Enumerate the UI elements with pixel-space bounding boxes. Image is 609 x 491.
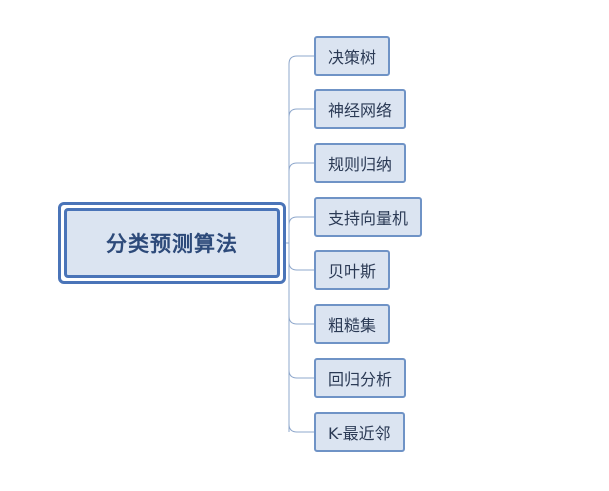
branch-node-bayes[interactable]: 贝叶斯 (314, 250, 391, 290)
branch-node-regression[interactable]: 回归分析 (314, 358, 407, 398)
branch-node-neural-network[interactable]: 神经网络 (314, 89, 407, 129)
connector-branch-7 (288, 423, 314, 433)
branch-node-label: 神经网络 (328, 101, 393, 120)
branch-node-label: 决策树 (328, 48, 377, 67)
root-node-body: 分类预测算法 (64, 208, 280, 278)
branch-node-label: K-最近邻 (328, 424, 391, 443)
branch-node-label: 规则归纳 (328, 155, 393, 174)
branch-node-rule-induction[interactable]: 规则归纳 (314, 143, 407, 183)
branch-node-label: 支持向量机 (328, 209, 409, 228)
connector-branch-5 (288, 315, 314, 325)
connector-branch-1 (288, 108, 314, 118)
branch-node-label: 回归分析 (328, 370, 393, 389)
root-node-label: 分类预测算法 (106, 232, 238, 256)
branch-node-svm[interactable]: 支持向量机 (314, 197, 423, 237)
root-node[interactable]: 分类预测算法 (58, 202, 286, 284)
connector-branch-3 (288, 216, 314, 226)
connector-branch-4 (288, 261, 314, 271)
branch-node-decision-tree[interactable]: 决策树 (314, 36, 391, 76)
connector-branch-0 (288, 55, 314, 65)
branch-node-label: 贝叶斯 (328, 262, 377, 281)
branch-node-knn[interactable]: K-最近邻 (314, 412, 405, 452)
connector-branch-2 (288, 162, 314, 172)
connector-branch-6 (288, 369, 314, 379)
branch-node-label: 粗糙集 (328, 316, 377, 335)
branch-node-rough-set[interactable]: 粗糙集 (314, 304, 391, 344)
